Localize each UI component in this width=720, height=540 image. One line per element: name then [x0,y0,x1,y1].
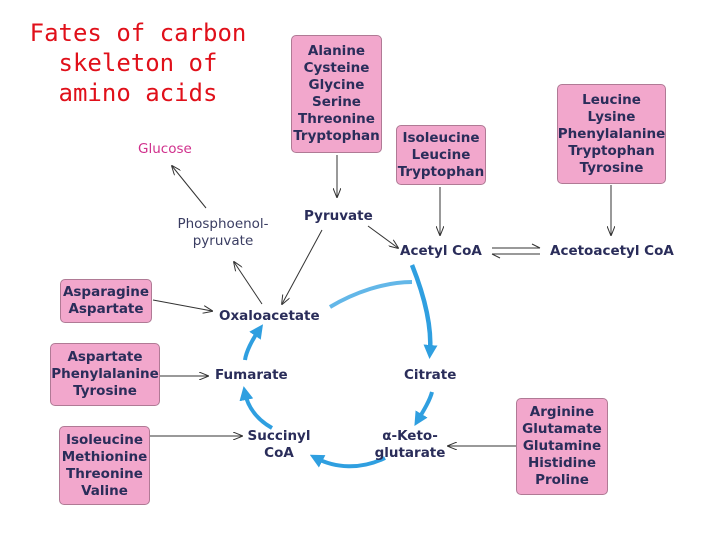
box-oxaloacetate-amino-acids: Asparagine Aspartate [60,279,152,323]
amino-acid: Threonine [66,465,143,482]
amino-acid: Phenylalanine [51,366,159,382]
equilibrium-reverse-head [491,253,501,259]
arrow-pyruvate-to-oxaloacetate [282,229,323,304]
box-acetylcoa-amino-acids: Isoleucine Leucine Tryptophan [396,125,486,185]
amino-acid: Glutamate [522,421,602,437]
node-citrate: Citrate [404,367,457,383]
amino-acid: Arginine [529,404,595,420]
amino-acid: Alanine [307,43,366,59]
amino-acid: Aspartate [68,301,144,317]
amino-acid: Valine [81,482,128,499]
amino-acid: Cysteine [303,60,370,76]
box-fumarate-amino-acids: Aspartate Phenylalanine Tyrosine [50,343,160,406]
amino-acid: Leucine [411,146,471,163]
arrow-pep-to-glucose [172,166,207,209]
amino-acid: Tyrosine [579,159,644,176]
amino-acid: Glycine [308,77,365,93]
arrow-oxaloacetate-box-to-oxaloacetate [152,299,212,311]
amino-acid: Tryptophan [568,142,655,159]
title-line-3: amino acids [58,79,218,107]
amino-acid: Aspartate [67,349,143,365]
amino-acid: Leucine [582,91,641,108]
amino-acid: Phenylalanine [557,125,666,142]
title-line-1: Fates of carbon [29,19,247,47]
cycle-arrow-succinyl-fumarate [239,386,274,430]
amino-acid: Histidine [527,455,597,471]
node-phosphoenolpyruvate: Phosphoenol- pyruvate [170,216,276,250]
pep-line-1: Phosphoenol- [177,216,269,232]
cycle-arrow-acetylcoa-citrate [409,264,438,359]
amino-acid: Tryptophan [293,128,380,144]
amino-acid: Proline [535,472,589,488]
node-alpha-ketoglutarate: α-Keto- glutarate [372,428,448,462]
amino-acid: Tyrosine [73,383,137,399]
amino-acid: Isoleucine [402,129,480,146]
amino-acid: Tryptophan [397,163,485,180]
amino-acid: Lysine [587,108,636,125]
succinyl-line-1: Succinyl [247,428,311,444]
box-succinyl-amino-acids: Isoleucine Methionine Threonine Valine [59,426,150,505]
node-glucose: Glucose [138,141,192,157]
cycle-arrow-fumarate-oxaloacetate [243,324,264,361]
node-acetoacetyl-coa: Acetoacetyl CoA [550,243,674,259]
title-line-2: skeleton of [58,49,218,77]
node-acetyl-coa: Acetyl CoA [400,243,482,259]
equilibrium-forward-head [531,243,541,249]
box-ketoglutarate-amino-acids: Arginine Glutamate Glutamine Histidine P… [516,398,608,495]
ketoglutarate-line-1: α-Keto- [382,428,438,444]
arrow-oxaloacetate-to-pep [234,262,263,305]
cycle-arrow-ketoglutarate-succinyl [309,454,386,469]
amino-acid: Threonine [298,111,375,127]
amino-acid: Isoleucine [65,431,144,448]
diagram-title: Fates of carbon skeleton of amino acids [18,18,258,108]
succinyl-line-2: CoA [264,445,294,461]
amino-acid: Serine [312,94,361,110]
node-oxaloacetate: Oxaloacetate [219,308,320,324]
node-pyruvate: Pyruvate [304,208,373,224]
amino-acid: Glutamine [522,438,602,454]
box-pyruvate-amino-acids: Alanine Cysteine Glycine Serine Threonin… [291,35,382,153]
node-fumarate: Fumarate [215,367,288,383]
cycle-arrow-oxaloacetate-citrate [328,280,413,309]
arrow-pyruvate-to-acetylcoa [367,225,398,248]
box-acetoacetyl-amino-acids: Leucine Lysine Phenylalanine Tryptophan … [557,84,666,184]
node-succinyl-coa: Succinyl CoA [244,428,314,462]
ketoglutarate-line-2: glutarate [374,445,446,461]
amino-acid: Asparagine [62,284,150,300]
amino-acid: Methionine [61,448,148,465]
pep-line-2: pyruvate [192,233,254,249]
cycle-arrow-citrate-ketoglutarate [414,391,434,427]
